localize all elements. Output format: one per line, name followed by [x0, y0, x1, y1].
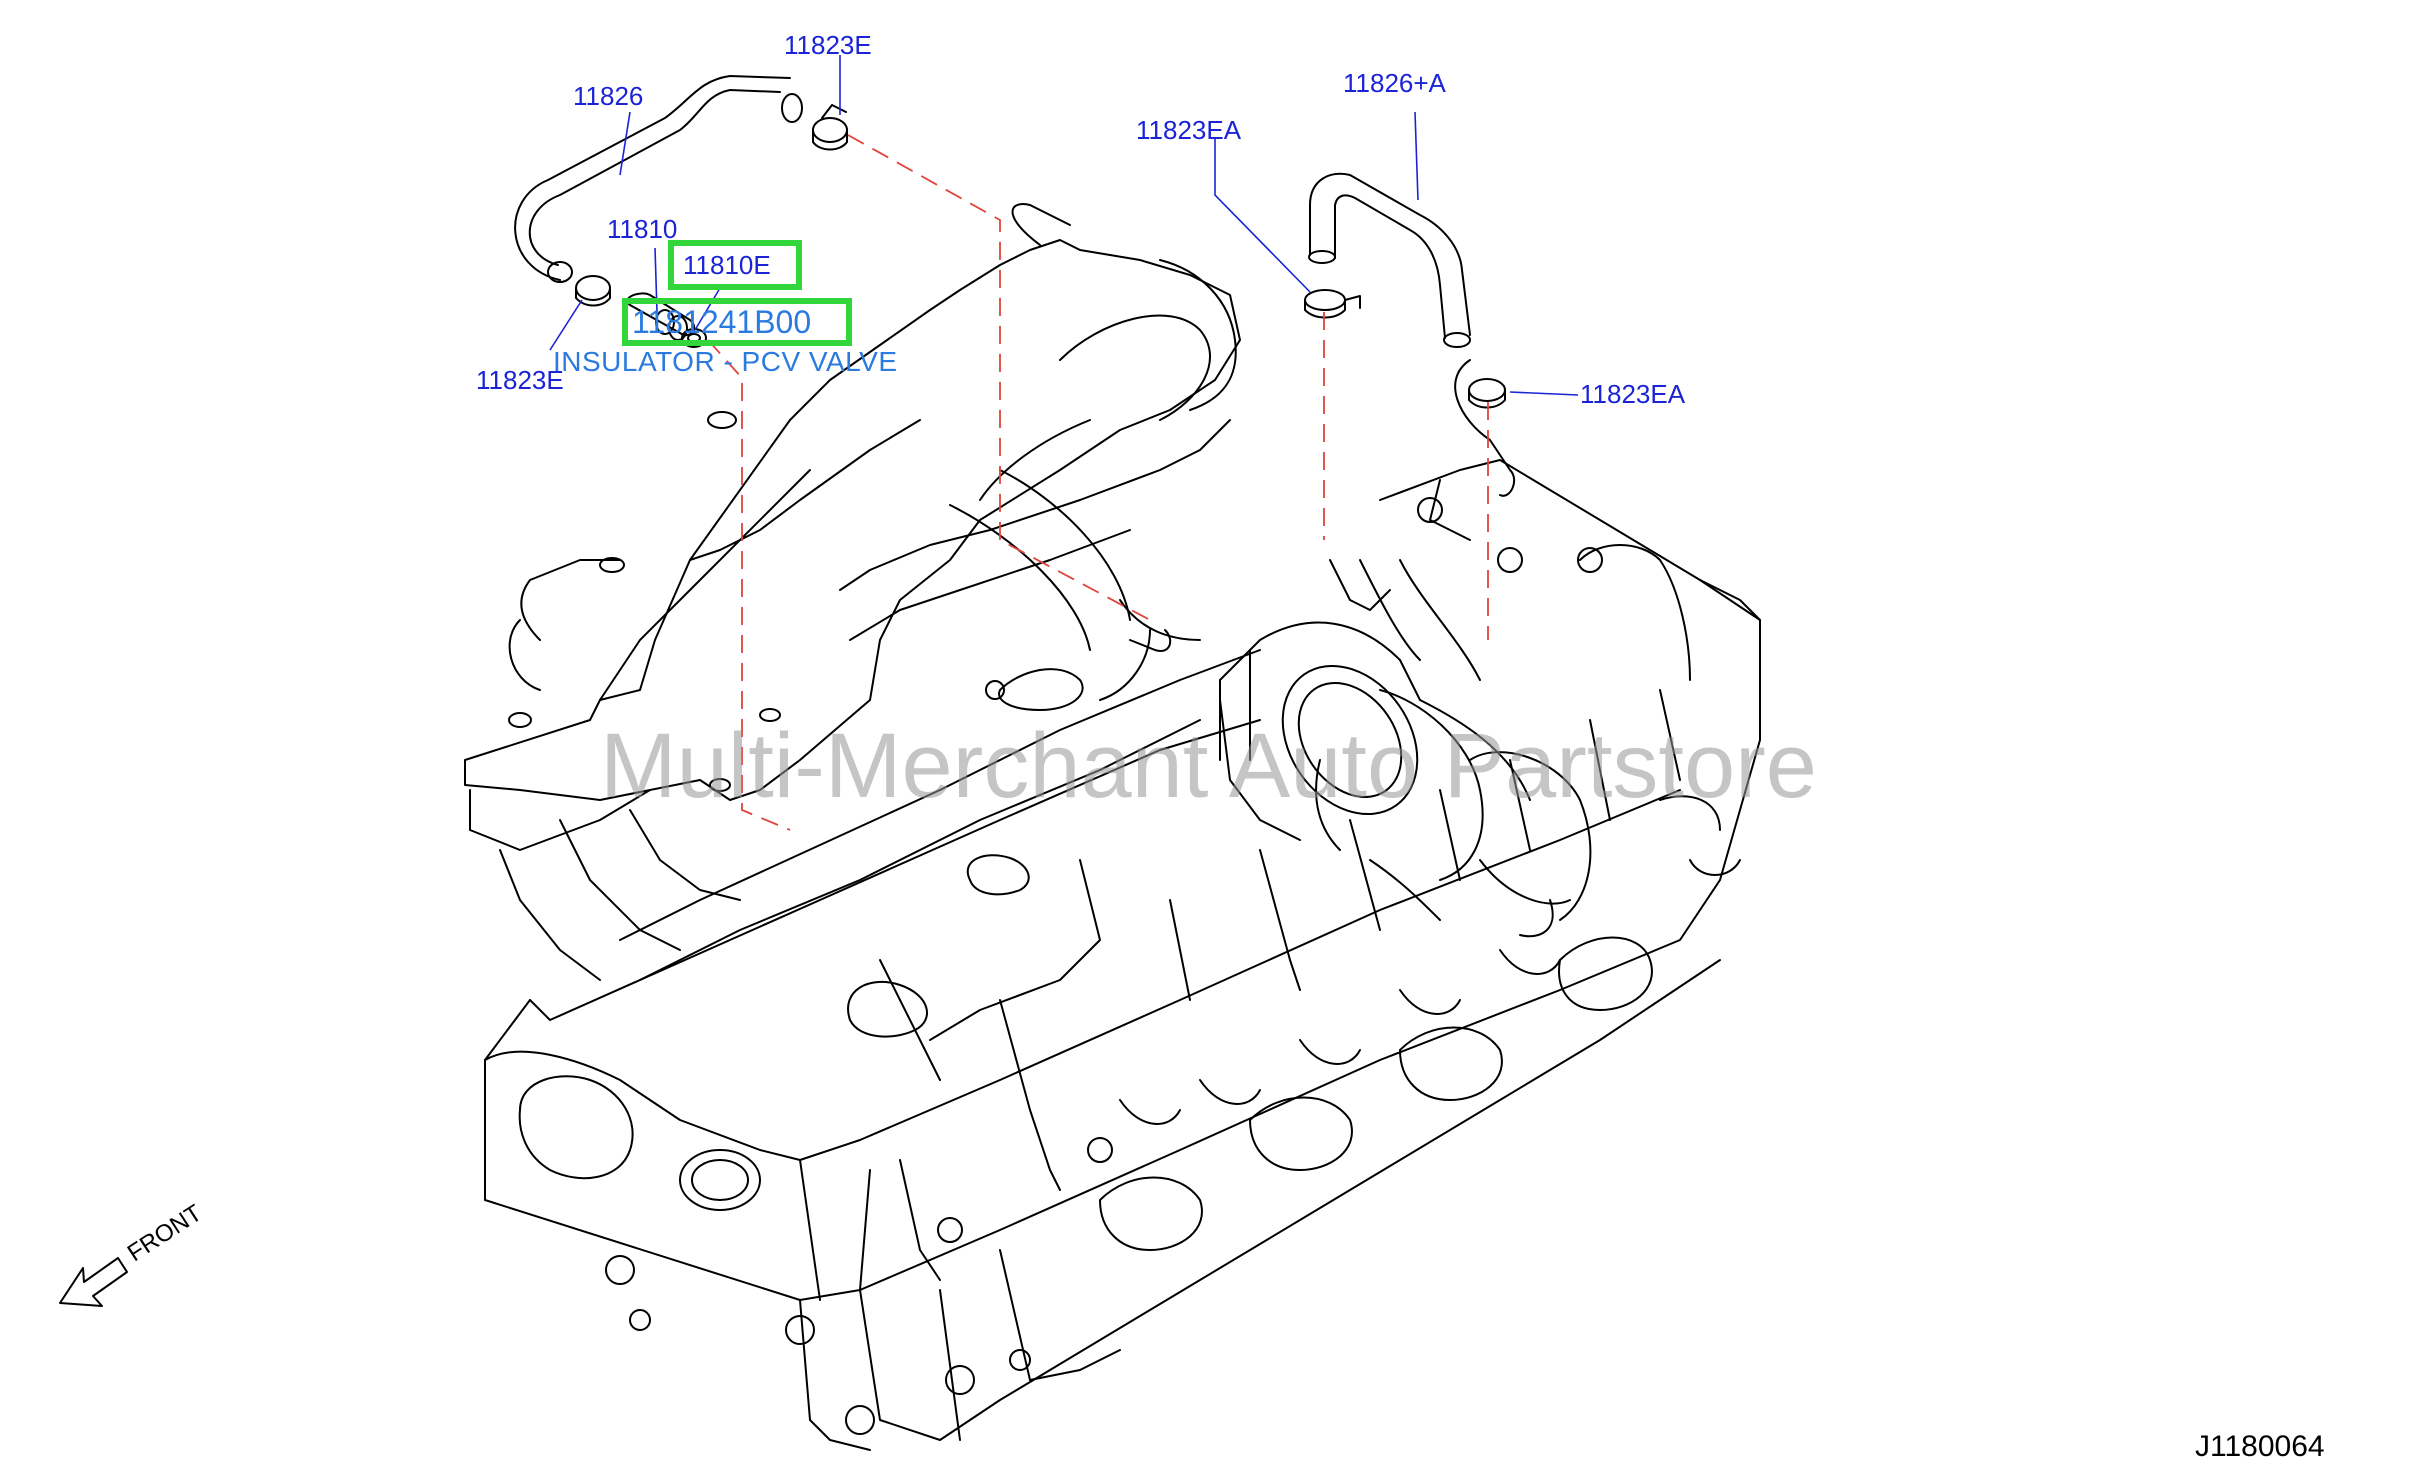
air-duct: [1219, 359, 1592, 938]
clamp-11823ea-lower[interactable]: [1468, 378, 1506, 409]
hose-11826[interactable]: [514, 75, 803, 283]
callout-11810[interactable]: 11810: [607, 214, 678, 244]
callout-11823ea-upper[interactable]: 11823EA: [1136, 115, 1242, 145]
callout-11823e-left[interactable]: 11823E: [476, 365, 564, 395]
callout-11810e[interactable]: 11810E: [683, 250, 771, 280]
clamp-11823e-left[interactable]: [575, 275, 611, 307]
highlighted-part-number[interactable]: 1181241B00: [632, 304, 812, 340]
intake-manifold: [464, 203, 1241, 981]
diagram-reference: J1180064: [2195, 1430, 2325, 1463]
callout-11826a[interactable]: 11826+A: [1343, 68, 1446, 98]
highlight-box-part-number: [622, 298, 852, 346]
highlight-box-11810e: [668, 240, 802, 290]
front-arrow-icon: [59, 1257, 128, 1307]
clamp-11823e-top[interactable]: [812, 104, 848, 151]
clamp-11823ea-upper[interactable]: [1304, 289, 1361, 319]
part-description: INSULATOR - PCV VALVE: [553, 346, 898, 377]
callout-11823e-top[interactable]: 11823E: [784, 30, 872, 60]
cylinder-head: [484, 459, 1761, 1451]
hose-11826a[interactable]: [1308, 172, 1471, 348]
callout-11826[interactable]: 11826: [573, 81, 644, 111]
callout-11823ea-lower[interactable]: 11823EA: [1580, 379, 1686, 409]
dashed-leaders: [707, 134, 1489, 831]
watermark: Multi-Merchant Auto Partstore: [600, 715, 1817, 817]
